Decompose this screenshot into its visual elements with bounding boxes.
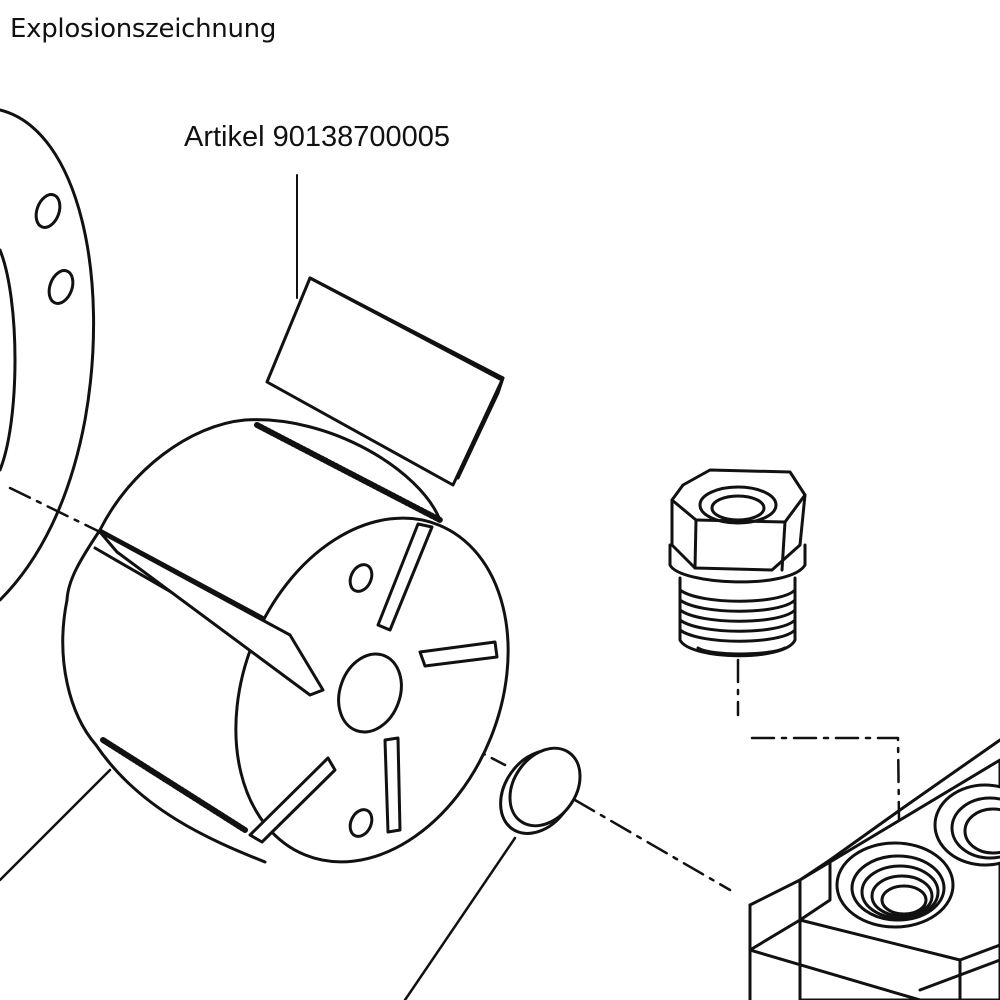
bolt-hole: [34, 193, 62, 229]
rotor-leader-line: [0, 768, 112, 882]
disc-leader-line: [403, 836, 517, 1000]
rotor-hole: [348, 808, 374, 838]
rotor-bore: [337, 652, 403, 734]
seal-disc: [499, 746, 582, 835]
rotor-part: [61, 418, 510, 864]
bolt-hole: [47, 269, 75, 305]
flange-housing: [0, 108, 96, 602]
pump-body: [748, 738, 1000, 1000]
rotor-hole: [348, 563, 374, 593]
page-title: Explosionszeichnung: [10, 14, 277, 44]
part-callout-label: Artikel 90138700005: [184, 121, 451, 153]
vane-part: [265, 276, 505, 487]
screw-plug: [668, 468, 807, 658]
